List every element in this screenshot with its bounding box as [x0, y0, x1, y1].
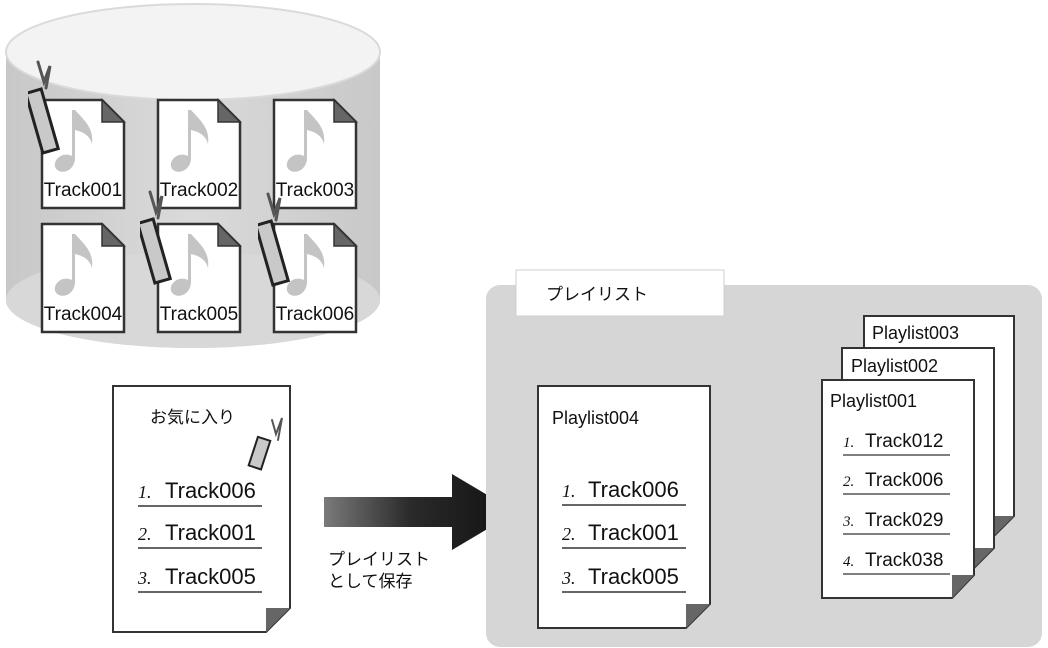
track-file-label: Track006: [276, 304, 355, 325]
track-file-label: Track005: [160, 304, 239, 325]
track-file-label: Track003: [276, 180, 355, 201]
list-item-track: Track029: [865, 510, 944, 531]
track-file-4[interactable]: Track004: [40, 222, 126, 334]
list-item-number: 3.: [842, 514, 854, 530]
list-item-number: 2.: [843, 474, 854, 490]
track-file-6[interactable]: Track006: [272, 222, 358, 334]
list-item-track: Track001: [588, 520, 679, 545]
list-item-track: Track012: [865, 431, 944, 452]
list-item-number: 1.: [562, 481, 576, 501]
track-file-1[interactable]: Track001: [40, 98, 126, 210]
arrow-label-line1: プレイリスト: [328, 550, 430, 570]
track-file-label: Track004: [44, 304, 123, 325]
playlist-title: Playlist002: [851, 356, 938, 376]
list-item-number: 1.: [843, 435, 854, 451]
playlist-document-front[interactable]: Playlist001 1. Track012 2. Track006 3. T…: [821, 379, 975, 599]
list-item-number: 3.: [137, 568, 152, 588]
track-file-label: Track001: [44, 180, 123, 201]
list-item-number: 2.: [562, 524, 576, 544]
list-item-track: Track001: [165, 520, 256, 545]
track-file-2[interactable]: Track002: [156, 98, 242, 210]
list-item-track: Track005: [588, 564, 679, 589]
save-as-playlist-arrow: プレイリスト として保存: [324, 474, 516, 592]
list-item-number: 3.: [561, 568, 576, 588]
favorites-list-document[interactable]: お気に入り 1. Track006 2. Track001 3. Track00…: [112, 385, 291, 633]
list-item-track: Track006: [865, 470, 944, 491]
list-item-track: Track006: [165, 478, 256, 503]
arrow-label-line2: として保存: [328, 572, 413, 592]
track-file-label: Track002: [160, 180, 239, 201]
list-item-number: 4.: [843, 554, 854, 570]
list-item-number: 2.: [138, 524, 152, 544]
list-item-track: Track005: [165, 564, 256, 589]
playlist-document-new[interactable]: Playlist004 1. Track006 2. Track001 3. T…: [537, 385, 711, 629]
list-item-number: 1.: [138, 482, 152, 502]
bookmark-tag-icon: [247, 435, 272, 471]
favorites-title: お気に入り: [150, 408, 235, 428]
playlist-panel-tab-label: プレイリスト: [546, 285, 648, 305]
track-file-5[interactable]: Track005: [156, 222, 242, 334]
playlist-title: Playlist003: [872, 323, 959, 343]
playlist-title: Playlist004: [552, 408, 639, 428]
track-file-3[interactable]: Track003: [272, 98, 358, 210]
list-item-track: Track006: [588, 477, 679, 502]
list-item-track: Track038: [865, 550, 944, 571]
playlist-title: Playlist001: [830, 391, 917, 411]
